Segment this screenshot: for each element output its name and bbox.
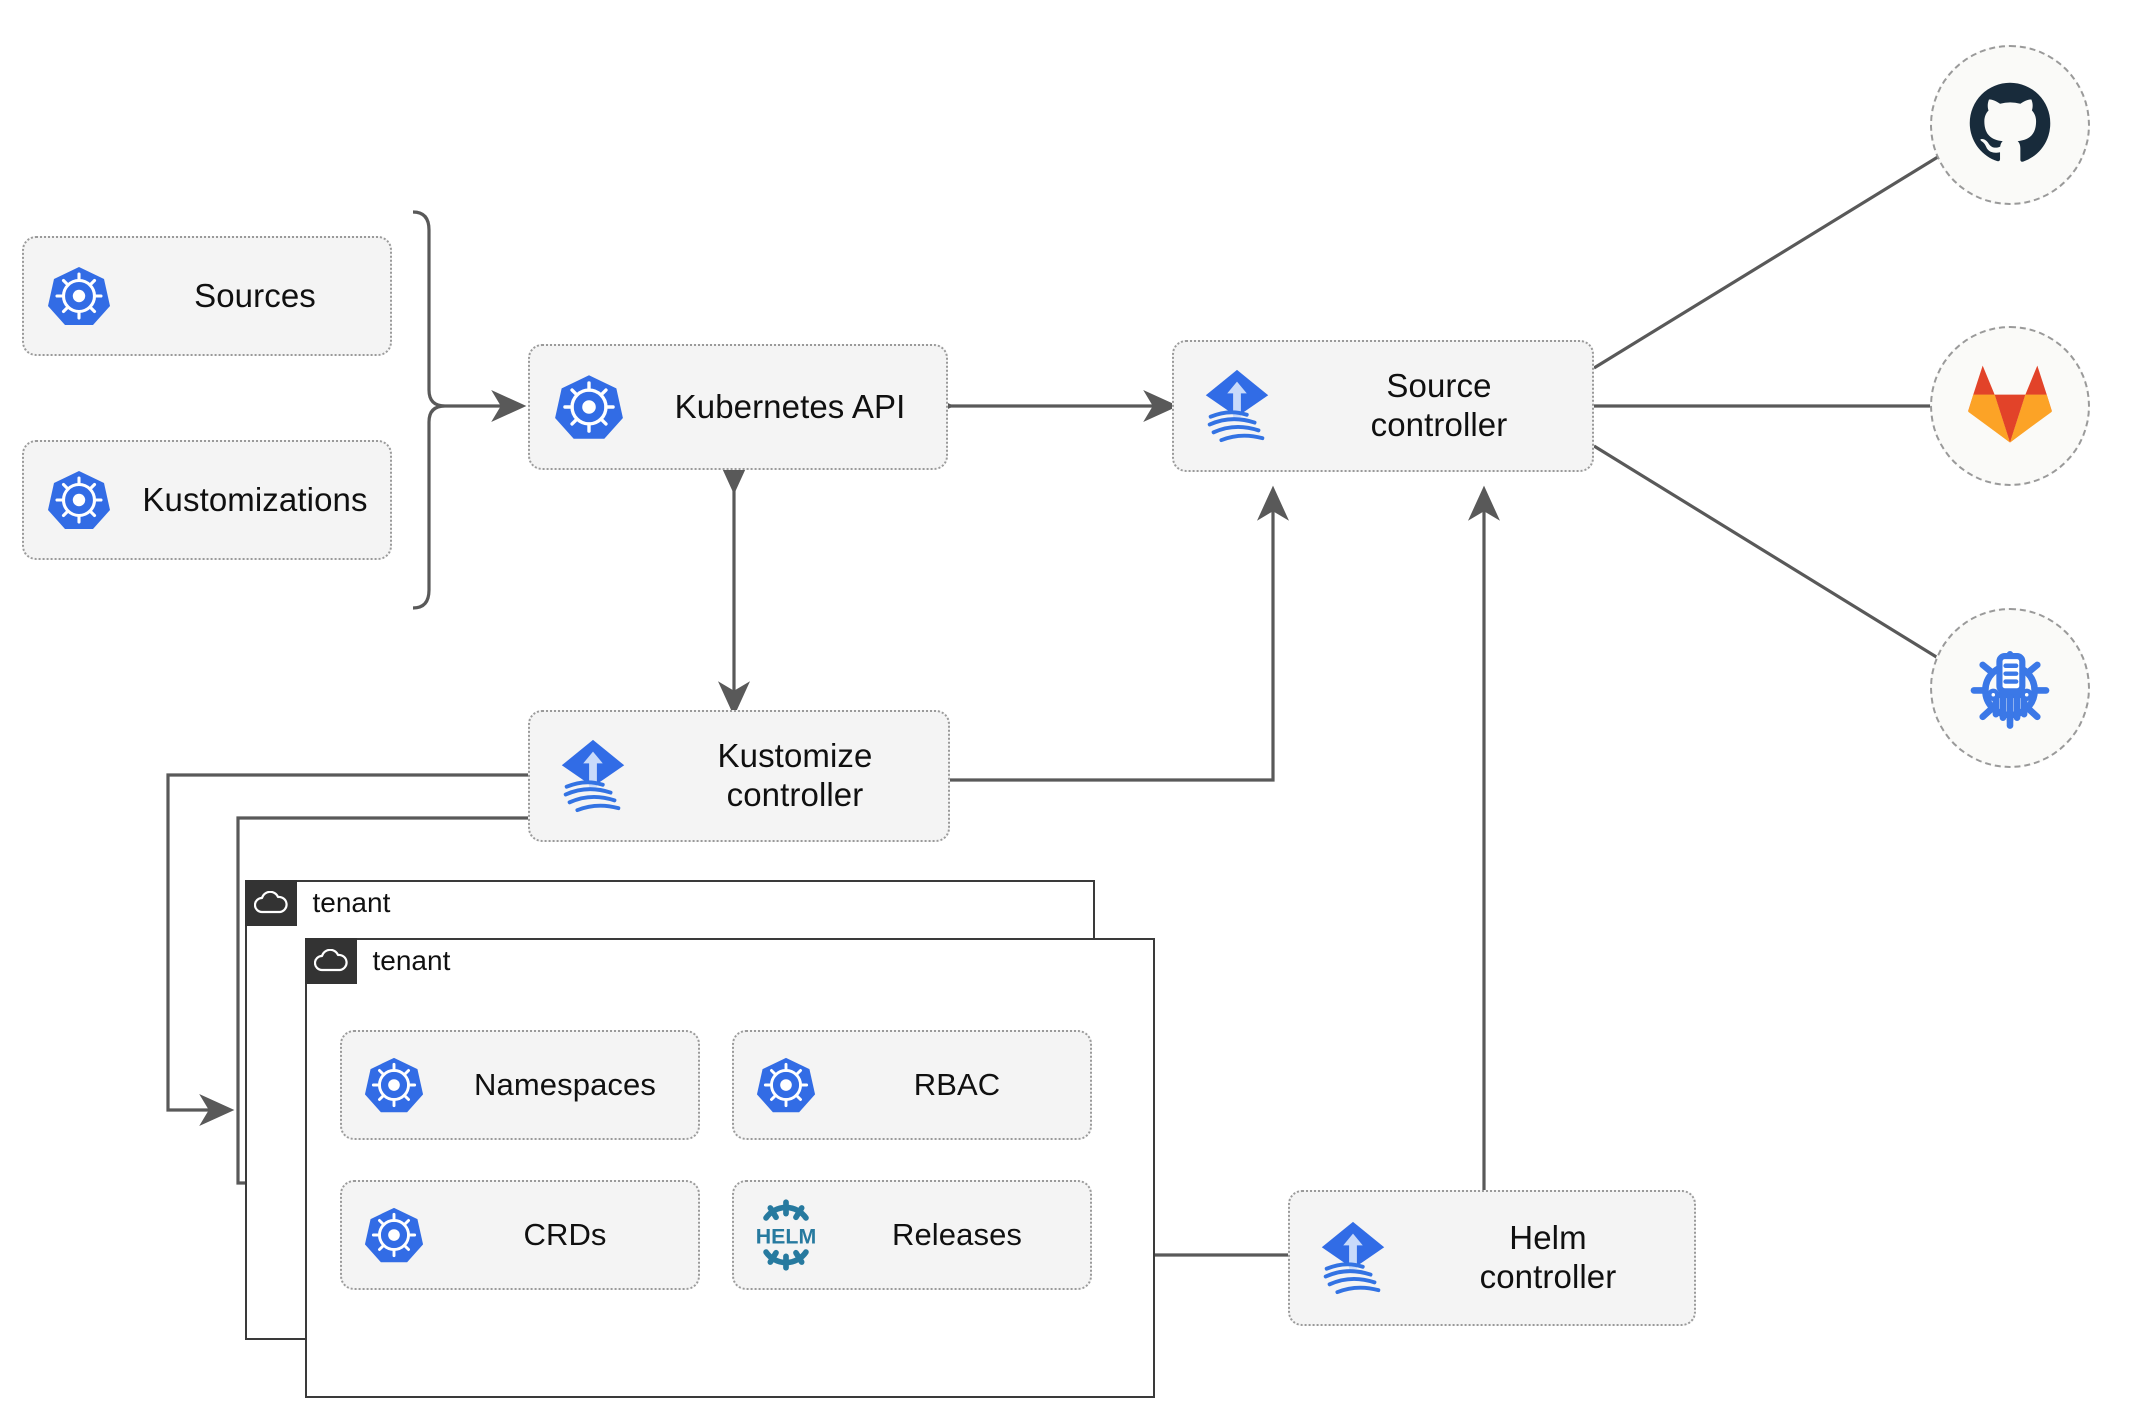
cloud-icon xyxy=(304,937,357,984)
edge-source-helmrepo xyxy=(1593,444,1996,694)
node-source-controller[interactable]: Source controller xyxy=(1172,340,1594,472)
flux-icon xyxy=(1290,1218,1416,1298)
node-label: RBAC xyxy=(913,1066,1001,1102)
node-label: Sources xyxy=(194,276,316,314)
node-kustomize-controller[interactable]: Kustomize controller xyxy=(528,710,950,842)
node-label: Namespaces xyxy=(474,1066,656,1102)
tenant-front-header: tenant xyxy=(304,937,451,984)
kubernetes-icon xyxy=(530,372,648,442)
node-releases[interactable]: HELM Releases xyxy=(732,1180,1092,1290)
node-label: Kubernetes API xyxy=(674,387,906,425)
kubernetes-icon xyxy=(24,468,134,532)
flux-icon xyxy=(1174,366,1300,446)
provider-helm-repo[interactable] xyxy=(1930,608,2090,768)
helm-icon: HELM xyxy=(734,1199,838,1271)
node-label: Source controller xyxy=(1370,367,1508,443)
node-label: Helm controller xyxy=(1479,1219,1617,1295)
node-label: Releases xyxy=(891,1216,1023,1252)
kubernetes-icon xyxy=(24,264,134,328)
node-kubernetes-api[interactable]: Kubernetes API xyxy=(528,344,948,470)
tenant-front-frame[interactable]: tenant xyxy=(304,937,1155,1398)
svg-text:HELM: HELM xyxy=(756,1225,816,1249)
node-label: CRDs xyxy=(523,1216,607,1252)
flux-icon xyxy=(530,736,656,816)
helm-repo-icon xyxy=(1966,642,2054,735)
node-rbac[interactable]: RBAC xyxy=(732,1030,1092,1140)
node-label: Kustomize controller xyxy=(717,737,873,813)
node-helm-controller[interactable]: Helm controller xyxy=(1288,1190,1696,1326)
cloud-icon xyxy=(244,879,297,926)
gitlab-icon xyxy=(1967,363,2053,450)
provider-github[interactable] xyxy=(1930,45,2090,205)
node-crds[interactable]: CRDs xyxy=(340,1180,700,1290)
edge-source-github xyxy=(1593,121,1996,370)
kubernetes-icon xyxy=(342,1205,446,1265)
node-sources[interactable]: Sources xyxy=(22,236,392,356)
node-namespaces[interactable]: Namespaces xyxy=(340,1030,700,1140)
provider-gitlab[interactable] xyxy=(1930,326,2090,486)
kubernetes-icon xyxy=(342,1055,446,1115)
group-brace xyxy=(412,210,446,610)
kubernetes-icon xyxy=(734,1055,838,1115)
tenant-label: tenant xyxy=(372,944,451,976)
tenant-label: tenant xyxy=(312,886,391,918)
node-label: Kustomizations xyxy=(142,480,368,518)
tenant-back-header: tenant xyxy=(244,879,391,926)
node-kustomizations[interactable]: Kustomizations xyxy=(22,440,392,560)
edge-kustomize-source xyxy=(948,485,1289,782)
github-icon xyxy=(1968,81,2052,170)
